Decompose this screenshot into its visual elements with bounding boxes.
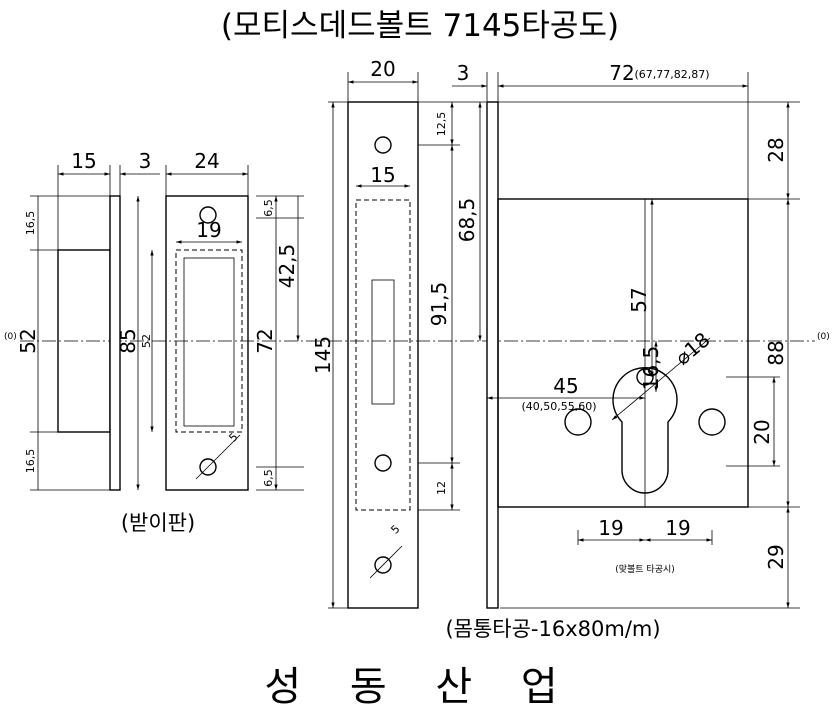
strike-side-view [57, 195, 121, 491]
drawing-title: (모티스데드볼트 7145타공도) [221, 8, 619, 44]
faceplate-front-view [347, 101, 419, 609]
dim-6-5-bottom: 6,5 [262, 469, 275, 487]
lock-body-view [486, 101, 749, 609]
dim-19-r: 19 [665, 516, 690, 540]
dim-20-right: 20 [750, 419, 774, 444]
dim-85: 85 [116, 328, 140, 353]
strike-front-view [165, 195, 249, 491]
dim-12: 12 [435, 481, 448, 495]
caption-body-hole: (몸통타공-16x80m/m) [445, 617, 660, 641]
dim-16-5-mid: 16,5 [639, 346, 663, 391]
dim-19-left: 19 [196, 218, 221, 242]
dim-52: 52 [16, 328, 40, 353]
dim-57: 57 [627, 287, 651, 312]
dim-29: 29 [764, 544, 788, 569]
dim-3-left: 3 [139, 149, 152, 173]
dim-diameter-5-a: 5 [226, 430, 240, 444]
dim-45-alt: (40,50,55,60) [521, 400, 596, 413]
dim-6-5-top: 6,5 [262, 199, 275, 217]
dim-15-mid: 15 [370, 163, 395, 187]
dim-42-5: 42,5 [275, 244, 299, 289]
dim-68-5: 68,5 [455, 198, 479, 243]
dim-72-right-alt: (67,77,82,87) [634, 68, 709, 81]
caption-cylinder-note: (맞볼트 타공시) [615, 563, 675, 575]
dim-19-l: 19 [598, 516, 623, 540]
company-name: 성 동 산 업 [264, 664, 575, 710]
center-mark-right: (0) [817, 332, 830, 342]
dim-72-left: 72 [253, 328, 277, 353]
dim-52-small: 52 [140, 334, 153, 348]
dim-15-top: 15 [71, 149, 96, 173]
caption-strike-plate: (받이판) [121, 511, 195, 535]
dim-16-5-top: 16,5 [24, 211, 37, 236]
dim-88: 88 [764, 340, 788, 365]
dim-45: 45 [553, 374, 578, 398]
dim-24: 24 [194, 149, 219, 173]
dim-3-right: 3 [457, 61, 470, 85]
dim-16-5-bottom: 16,5 [24, 449, 37, 474]
dim-diameter-18: ⌀18 [670, 327, 714, 369]
dim-20-top: 20 [370, 57, 395, 81]
center-mark-left: (0) [4, 332, 17, 342]
dim-145: 145 [311, 336, 335, 374]
dim-diameter-5-b: 5 [388, 522, 402, 536]
dim-12-5: 12,5 [435, 112, 448, 137]
dim-28: 28 [764, 137, 788, 162]
dim-91-5: 91,5 [427, 282, 451, 327]
dim-72-right: 72 [609, 61, 634, 85]
